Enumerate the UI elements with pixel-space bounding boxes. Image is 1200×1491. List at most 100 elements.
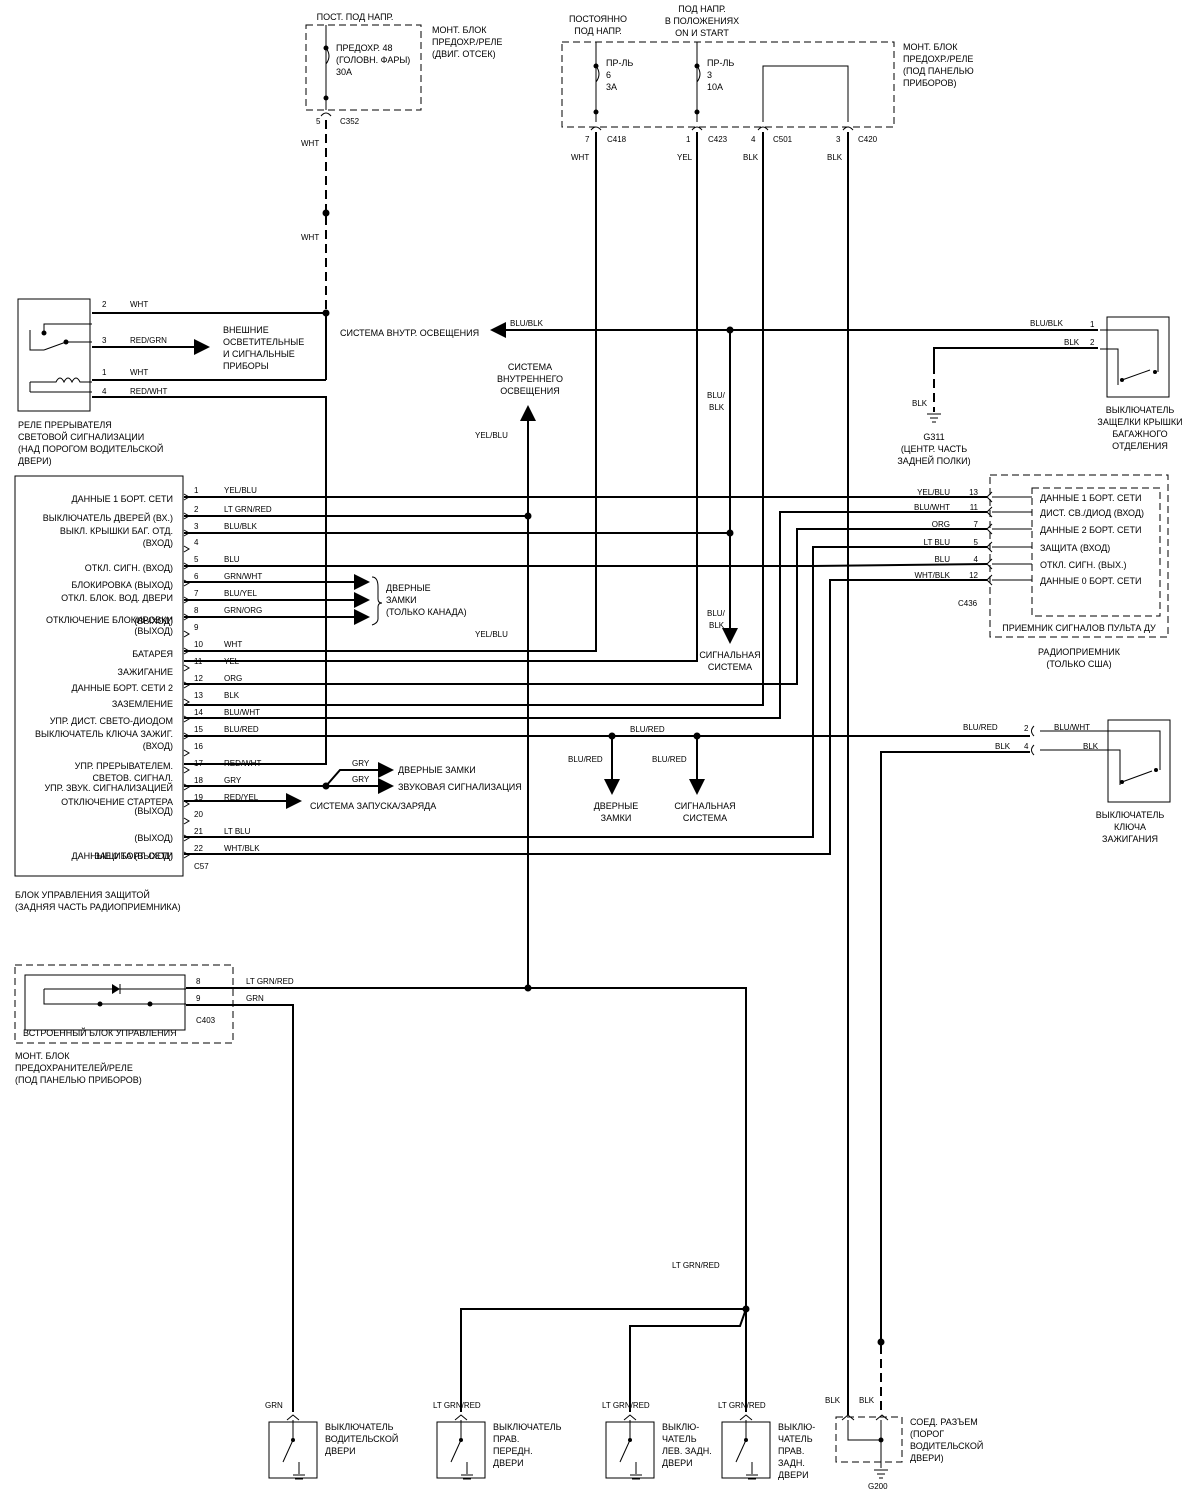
module-pin-number: 7 [194, 589, 199, 598]
fuse-6-line-3: 3А [606, 82, 617, 92]
c352-connector: C352 [340, 117, 360, 126]
c403-wire-9: GRN [246, 994, 264, 1003]
door-switch-wire: GRN [265, 1401, 283, 1410]
remote-pin-number: 4 [974, 555, 979, 564]
g311-label-3: ЗАДНЕЙ ПОЛКИ) [897, 455, 970, 466]
trunk-label-1: ВЫКЛЮЧАТЕЛЬ [1106, 405, 1175, 415]
ign-wire-r2: BLK [1083, 742, 1099, 751]
blu-red-b: BLU/RED [568, 755, 603, 764]
module-pin-label: ОТКЛЮЧЕНИЕ СТАРТЕРА [61, 797, 173, 807]
g311-label-2: (ЦЕНТР. ЧАСТЬ [901, 444, 967, 454]
relay-pin-1: 1 [102, 368, 107, 377]
module-pin-label: ОТКЛ. СИГН. (ВХОД) [85, 563, 173, 573]
run-power-3: ON И START [675, 28, 729, 38]
module-title-1: БЛОК УПРАВЛЕНИЯ ЗАЩИТОЙ [15, 889, 150, 900]
door-switch-label: ВЫКЛЮ- [778, 1422, 815, 1432]
ign-pin-2: 2 [1024, 724, 1029, 733]
engine-fuse-box-outline [305, 24, 422, 111]
remote-pin-label: ДАННЫЕ 0 БОРТ. СЕТИ [1040, 576, 1141, 586]
module-pin-wire: BLU/RED [224, 725, 259, 734]
const-power-2: ПОД НАПР. [574, 26, 622, 36]
ign-label-1: ВЫКЛЮЧАТЕЛЬ [1096, 810, 1165, 820]
remote-pin-wire: WHT/BLK [914, 571, 950, 580]
c403-connector: C403 [196, 1016, 216, 1025]
module-pin-wire: LT BLU [224, 827, 251, 836]
signal-sys-2: СИСТЕМА [708, 662, 752, 672]
blu-red-c: BLU/RED [652, 755, 687, 764]
relay-pin-1-wire: WHT [130, 368, 148, 377]
module-pin-number: 17 [194, 759, 203, 768]
c501-wire: BLK [743, 153, 759, 162]
joint-connector-outline [835, 1416, 903, 1463]
relay-pin-2-wire: WHT [130, 300, 148, 309]
fuse-48-line-2: (ГОЛОВН. ФАРЫ) [336, 55, 410, 65]
ign-wire-2: BLK [995, 742, 1011, 751]
canada-locks-1: ДВЕРНЫЕ [386, 583, 431, 593]
module-pin-number: 6 [194, 572, 199, 581]
builtin-box-1: МОНТ. БЛОК [15, 1051, 70, 1061]
yel-blu-label: YEL/BLU [475, 431, 508, 440]
remote-pin-number: 7 [974, 520, 979, 529]
remote-pin-wire: ORG [932, 520, 950, 529]
builtin-box-3: (ПОД ПАНЕЛЬЮ ПРИБОРОВ) [15, 1075, 142, 1085]
remote-pin-number: 11 [970, 503, 979, 512]
remote-pin-label: ДИСТ. СВ./ДИОД (ВХОД) [1040, 508, 1144, 518]
relay-outline [17, 298, 91, 412]
module-pin-number: 16 [194, 742, 203, 751]
module-pin-label: ВЫКЛЮЧАТЕЛЬ КЛЮЧА ЗАЖИГ. [35, 729, 173, 739]
module-pin-wire: RED/WHT [224, 759, 261, 768]
module-pin-number: 3 [194, 522, 199, 531]
c423-pin: 1 [686, 135, 691, 144]
g311-label-1: G311 [923, 432, 944, 442]
builtin-box-2: ПРЕДОХРАНИТЕЛЕЙ/РЕЛЕ [15, 1062, 133, 1073]
joint-label-3: ВОДИТЕЛЬСКОЙ [910, 1440, 983, 1451]
joint-label-2: (ПОРОГ [910, 1429, 944, 1439]
security-module-outline [14, 475, 184, 877]
door-switch-label: ВЫКЛЮ- [662, 1422, 699, 1432]
interior-lights-label: СИСТЕМА ВНУТР. ОСВЕЩЕНИЯ [340, 328, 479, 338]
joint-blk-2: BLK [859, 1396, 875, 1405]
signal-sys-1: СИГНАЛЬНАЯ [699, 650, 760, 660]
c420-connector: C420 [858, 135, 878, 144]
module-pin-number: 2 [194, 505, 199, 514]
engine-box-line-3: (ДВИГ. ОТСЕК) [432, 49, 496, 59]
radio-label-1: РАДИОПРИЕМНИК [1038, 647, 1121, 657]
module-extra-label-2: (ВЫХОД) [134, 806, 173, 816]
fuse-3-line-3: 10А [707, 82, 723, 92]
interior-system-1: СИСТЕМА [508, 362, 552, 372]
c420-pin: 3 [836, 135, 841, 144]
relay-label-4: ДВЕРИ) [18, 456, 52, 466]
door-switch-label: ДВЕРИ [325, 1446, 356, 1456]
remote-pin-label: ДАННЫЕ 1 БОРТ. СЕТИ [1040, 493, 1141, 503]
c501-pin: 4 [751, 135, 756, 144]
engine-box-line-1: МОНТ. БЛОК [432, 25, 487, 35]
module-pin-number: 19 [194, 793, 203, 802]
module-pin-label: ОТКЛЮЧЕНИЕ БЛОКИРОВКИ [46, 615, 173, 625]
remote-receiver-label: ПРИЕМНИК СИГНАЛОВ ПУЛЬТА ДУ [1002, 623, 1156, 633]
horn-label: ЗВУКОВАЯ СИГНАЛИЗАЦИЯ [398, 782, 522, 792]
module-data0-label: ДАННЫЕ 0 БОРТ. СЕТИ [72, 851, 173, 861]
door-switch-label: ПРАВ. [778, 1446, 804, 1456]
module-pin-number: 1 [194, 486, 199, 495]
ign-pin-4: 4 [1024, 742, 1029, 751]
module-pin-label: (ВХОД) [143, 538, 173, 548]
c436-connector: C436 [958, 599, 978, 608]
relay-label-2: СВЕТОВОЙ СИГНАЛИЗАЦИИ [18, 431, 144, 442]
module-pin-label: ОТКЛ. БЛОК. ВОД. ДВЕРИ [61, 593, 173, 603]
g311-wire: BLK [912, 399, 928, 408]
flasher-relay: 2 WHT 3 RED/GRN 1 WHT 4 RED/WHT ВНЕШНИЕ … [17, 298, 304, 466]
module-pin-number: 10 [194, 640, 203, 649]
door-switch-label: ВЫКЛЮЧАТЕЛЬ [325, 1422, 394, 1432]
module-pin-wire: GRN/WHT [224, 572, 262, 581]
interior-system-3: ОСВЕЩЕНИЯ [500, 386, 559, 396]
module-pin-label: БЛОКИРОВКА (ВЫХОД) [71, 580, 173, 590]
module-pin-label: ЗАЖИГАНИЕ [118, 667, 173, 677]
c423-connector: C423 [708, 135, 728, 144]
engine-box-line-2: ПРЕДОХР./РЕЛЕ [432, 37, 502, 47]
remote-pin-wire: LT BLU [924, 538, 951, 547]
module-pin-number: 20 [194, 810, 203, 819]
trunk-label-2: ЗАЩЕЛКИ КРЫШКИ [1097, 417, 1182, 427]
